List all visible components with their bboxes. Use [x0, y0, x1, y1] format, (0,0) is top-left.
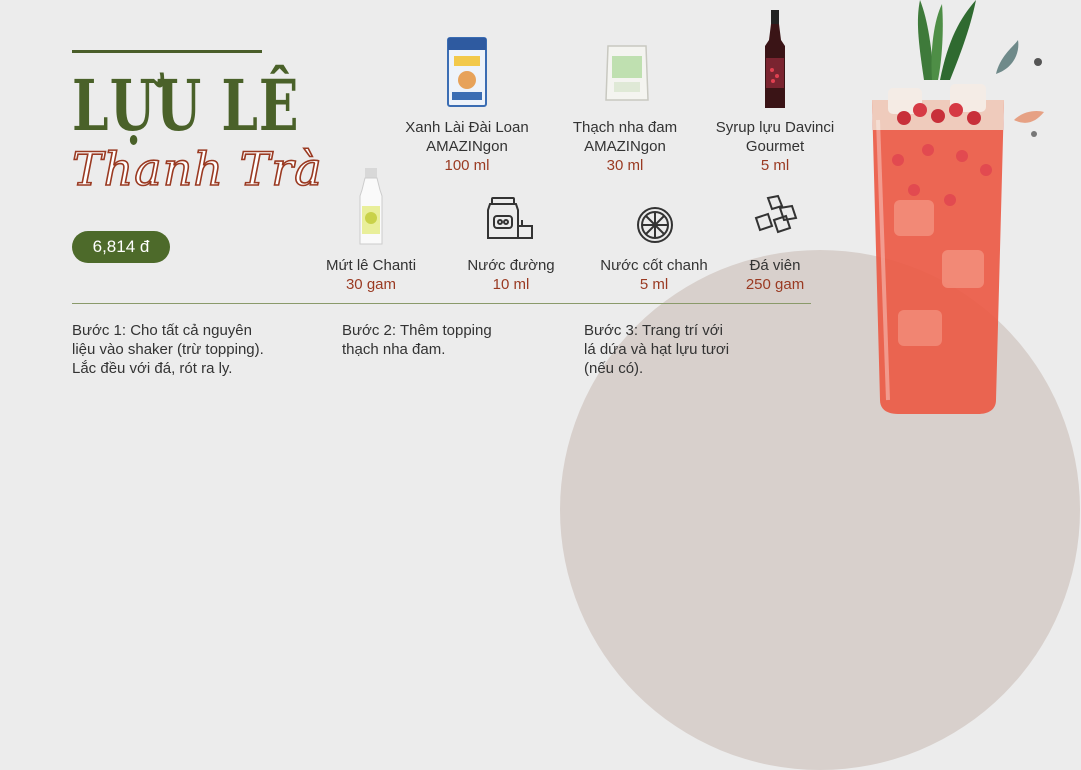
steps-divider: [72, 303, 811, 304]
ingredient-name: Mứt lê Chanti: [325, 257, 417, 274]
step-2: Bước 2: Thêm topping thạch nha đam.: [342, 321, 562, 359]
ingredient-name: Xanh Lài Đài Loan: [405, 119, 529, 136]
jelly-bag-icon: [605, 45, 649, 101]
ingredient-name: Đá viên: [749, 257, 801, 274]
step-text: thạch nha đam.: [342, 341, 446, 358]
ingredient-brand: AMAZINgon: [426, 138, 508, 155]
ingredient-amount: 10 ml: [492, 276, 530, 293]
ingredient-syrup: Syrup lựu Davinci Gourmet 5 ml: [700, 118, 850, 175]
drink-title: LỰU LÊ: [72, 65, 300, 148]
step-text: Bước 1: Cho tất cả nguyên: [72, 322, 252, 339]
step-text: (nếu có).: [584, 360, 644, 377]
ice-cubes-icon: [754, 194, 798, 234]
drink-glass-image: [872, 0, 1004, 414]
ingredient-name: Thạch nha đam: [572, 119, 678, 136]
step-text: Bước 3: Trang trí với: [584, 322, 723, 339]
title-rule: [72, 50, 262, 53]
ingredient-amount: 250 gam: [745, 276, 805, 293]
step-text: Bước 2: Thêm topping: [342, 322, 492, 339]
ingredient-sugar-syrup: Nước đường 10 ml: [450, 256, 572, 294]
ingredient-name: Syrup lựu Davinci: [715, 119, 835, 136]
ingredient-brand: AMAZINgon: [584, 138, 666, 155]
step-text: lá dứa và hạt lựu tươi: [584, 341, 730, 358]
price-badge: 6,814 đ: [72, 231, 170, 263]
ingredient-ice: Đá viên 250 gam: [728, 256, 822, 294]
ingredient-lemon-juice: Nước cốt chanh 5 ml: [582, 256, 726, 294]
ingredient-amount: 30 gam: [345, 276, 397, 293]
ingredient-amount: 5 ml: [639, 276, 669, 293]
ingredient-amount: 5 ml: [760, 157, 790, 174]
step-text: liệu vào shaker (trừ topping).: [72, 341, 264, 358]
leaf-decoration-icon: [996, 40, 1044, 137]
tea-package-icon: [447, 37, 487, 107]
step-1: Bước 1: Cho tất cả nguyên liệu vào shake…: [72, 321, 322, 378]
ingredient-brand: Gourmet: [745, 138, 805, 155]
step-text: Lắc đều với đá, rót ra ly.: [72, 360, 233, 377]
ingredient-name: Nước cốt chanh: [600, 257, 708, 274]
ingredient-tea: Xanh Lài Đài Loan AMAZINgon 100 ml: [382, 118, 552, 175]
lemon-slice-icon: [637, 207, 673, 243]
ingredient-amount: 30 ml: [606, 157, 644, 174]
drink-subtitle: Thanh Trà: [71, 142, 323, 196]
ingredient-pear-jam: Mứt lê Chanti 30 gam: [306, 256, 436, 294]
ingredient-amount: 100 ml: [444, 157, 490, 174]
syrup-bottle-icon: [765, 10, 785, 108]
ingredient-jelly: Thạch nha đam AMAZINgon 30 ml: [550, 118, 700, 175]
sugar-jar-icon: [487, 197, 533, 239]
ingredient-name: Nước đường: [467, 257, 555, 274]
step-3: Bước 3: Trang trí với lá dứa và hạt lựu …: [584, 321, 804, 378]
pear-jam-bottle-icon: [359, 168, 383, 245]
